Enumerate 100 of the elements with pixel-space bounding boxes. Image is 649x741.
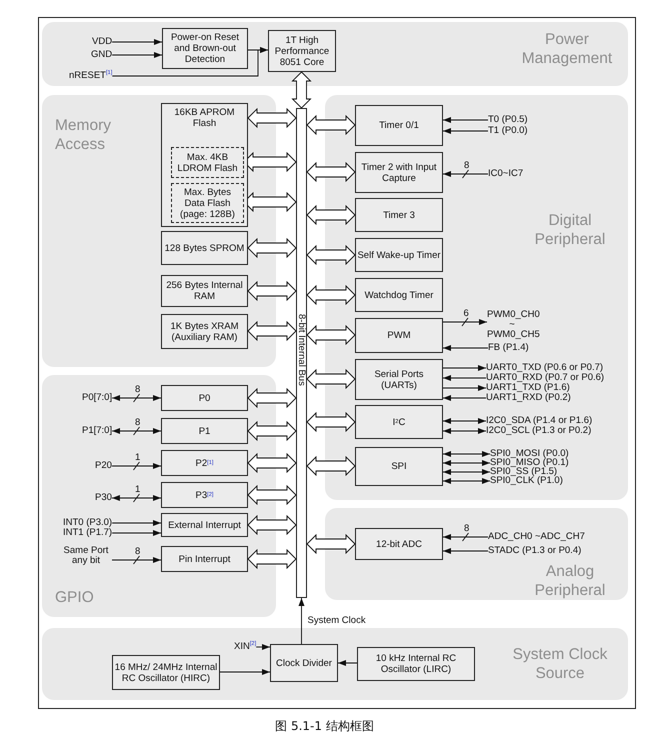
signal-label: I2C0_SDA (P1.4 or P1.6) (486, 416, 592, 426)
edge-label: System Clock (308, 616, 366, 626)
signal-label: INT1 (P1.7) (63, 528, 112, 538)
function-block: Watchdog Timer (355, 278, 443, 312)
edge-label: 8 (135, 418, 140, 428)
signal-label: PWM0_CH0 ~ PWM0_CH5 (487, 310, 537, 340)
signal-label: ADC_CH0 ~ADC_CH7 (488, 532, 585, 542)
edge-label: 6 (464, 309, 469, 319)
signal-arrow (112, 520, 162, 526)
signal-arrow (442, 534, 488, 540)
function-block: 1T High Performance 8051 Core (268, 30, 336, 72)
signal-label: nRESET$^{[1]}$ (69, 71, 112, 81)
function-block: Timer 2 with Input Capture (355, 152, 443, 193)
signal-arrow (442, 395, 486, 401)
signal-label: SPI0_MOSI (P0.0) (490, 449, 569, 459)
signal-arrow (442, 375, 486, 381)
bus-arrow (247, 280, 297, 302)
function-block: 128 Bytes SPROM (161, 231, 248, 265)
function-block: Serial Ports (UARTs) (355, 359, 443, 400)
block-title: 16KB APROM Flash (173, 107, 236, 129)
function-block: Timer 3 (355, 198, 443, 232)
signal-label: P1[7:0] (82, 426, 112, 436)
signal-arrow (111, 495, 162, 501)
memory-block (161, 103, 248, 227)
function-block: Timer 0/1 (355, 105, 443, 146)
signal-arrow (442, 460, 490, 466)
bus-label: 8-bit Internal Bus (297, 314, 306, 386)
signal-label: STADC (P1.3 or P0.4) (488, 546, 582, 556)
function-block: 1K Bytes XRAM (Auxiliary RAM) (161, 314, 248, 349)
bus-arrow (291, 71, 312, 109)
bus-arrow (306, 162, 356, 182)
dashed-memory-block: Max. Bytes Data Flash (page: 128B) (171, 183, 244, 223)
bus-arrow (306, 456, 356, 476)
signal-arrow (442, 319, 488, 325)
signal-label: UART1_TXD (P1.6) (486, 383, 570, 393)
signal-arrow (442, 548, 488, 554)
signal-arrow (112, 428, 162, 434)
signal-arrow (112, 47, 268, 76)
region-heading: System Clock Source (512, 645, 608, 683)
bus-arrow (306, 534, 356, 554)
bus-arrow (306, 412, 356, 432)
region-panel (42, 375, 276, 617)
signal-arrow (442, 345, 488, 351)
signal-arrow (112, 557, 162, 563)
function-block: P2$^{[1]}$ (161, 450, 248, 476)
bus-arrow (306, 324, 356, 346)
signal-label: UART0_RXD (P0.7 or P0.6) (486, 373, 604, 383)
signal-arrow (442, 117, 488, 123)
signal-arrow (256, 644, 270, 650)
edge-label: 8 (135, 547, 140, 557)
signal-label: I2C0_SCL (P1.3 or P0.2) (486, 426, 592, 436)
function-block: SPI (355, 447, 443, 486)
signal-label: IC0~IC7 (488, 169, 524, 179)
region-heading: GPIO (55, 588, 95, 607)
region-heading: Power Management (520, 30, 614, 68)
dashed-memory-block: Max. 4KB LDROM Flash (171, 147, 244, 178)
edge-label: 8 (464, 524, 470, 534)
region-panel (325, 508, 628, 600)
signal-label: UART1_RXD (P0.2) (486, 393, 571, 403)
signal-label: Same Port any bit (60, 546, 112, 566)
function-block: P0 (161, 385, 248, 411)
bus-arrow (247, 514, 297, 536)
signal-label: XIN$^{[2]}$ (234, 642, 256, 652)
bus-arrow (306, 114, 356, 136)
function-block: P3$^{[2]}$ (161, 482, 248, 508)
signal-label: P20 (95, 461, 112, 471)
signal-arrow (442, 128, 488, 134)
signal-arrow (442, 478, 490, 484)
bus-arrow (247, 548, 297, 570)
function-block: 256 Bytes Internal RAM (161, 275, 248, 307)
signal-arrow (442, 418, 486, 424)
bus-arrow (306, 244, 356, 266)
signal-arrow (442, 451, 490, 457)
bus-arrow (247, 388, 297, 408)
bus-arrow (306, 284, 356, 306)
signal-arrow (442, 385, 486, 391)
bus-arrow (247, 420, 297, 442)
signal-arrow (111, 463, 162, 469)
function-block: Pin Interrupt (161, 546, 248, 572)
signal-label: P0[7:0] (82, 393, 112, 403)
signal-label: FB (P1.4) (488, 343, 529, 353)
region-heading: Analog Peripheral (534, 562, 606, 600)
signal-label: INT0 (P3.0) (63, 518, 112, 528)
signal-label: GND (91, 50, 112, 60)
signal-label: T0 (P0.5) (488, 115, 528, 125)
function-block: Self Wake-up Timer (355, 238, 443, 272)
region-panel (325, 95, 628, 500)
signal-arrow (442, 469, 490, 475)
internal-bus-bar (296, 108, 307, 598)
function-block: 10 kHz Internal RC Oscillator (LIRC) (357, 647, 475, 681)
signal-label: VDD (92, 37, 112, 47)
signal-arrow (112, 530, 162, 536)
signal-label: T1 (P0.0) (488, 126, 528, 136)
signal-label: UART0_TXD (P0.6 or P0.7) (486, 363, 604, 373)
signal-label: SPI0_CLK (P1.0) (490, 476, 563, 486)
function-block: Power-on Reset and Brown-out Detection (162, 28, 248, 69)
region-heading: Memory Access (55, 116, 112, 154)
edge-label: 8 (135, 385, 140, 395)
function-block: Clock Divider (270, 644, 338, 682)
bus-arrow (247, 484, 297, 506)
